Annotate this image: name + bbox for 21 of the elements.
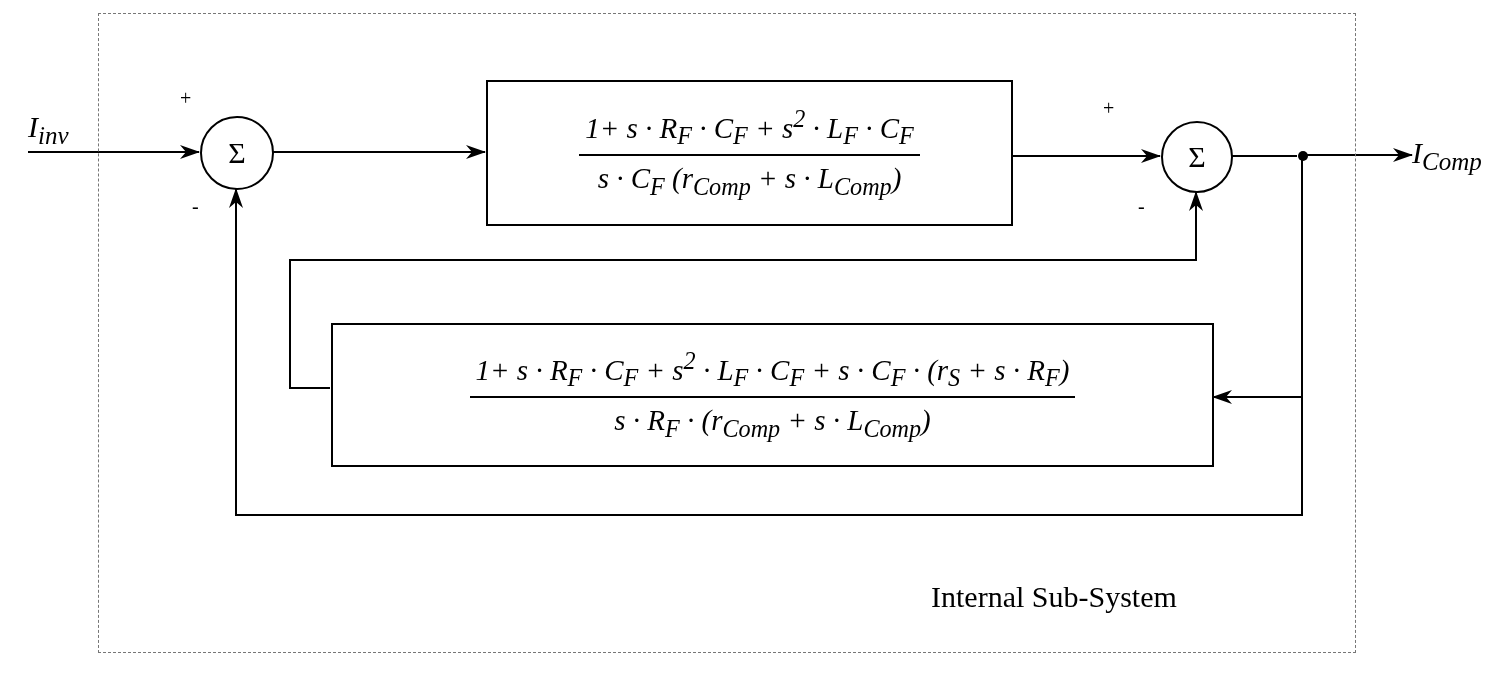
sign-label: - xyxy=(192,196,199,216)
sigma-symbol: Σ xyxy=(228,138,246,168)
subsystem-title: Internal Sub-System xyxy=(931,580,1177,614)
denominator-formula: s · C$_{F}$ (r$_{Comp}$ + s · L$_{Comp}$) xyxy=(596,161,903,202)
signal-label: I$_{Comp}$ xyxy=(1412,136,1482,176)
numerator-formula: 1+ s · R$_{F}$ · C$_{F}$ + s$^{2}$ · L$_{F}$ · C$_{F}$ + s · C$_{F}$ · (r$_{S}$ + s · R$_{F}$) xyxy=(469,346,1076,399)
junction-dot xyxy=(1298,151,1308,161)
numerator-formula: 1+ s · R$_{F}$ · C$_{F}$ + s$^{2}$ · L$_{F}$ · C$_{F}$ xyxy=(579,104,920,157)
signal-arrow xyxy=(272,145,486,159)
signal-arrow xyxy=(1306,148,1413,162)
signal-label: I$_{inv}$ xyxy=(28,110,69,150)
sign-label: + xyxy=(1103,98,1115,118)
sign-label: + xyxy=(180,88,192,108)
transfer-function-block xyxy=(331,323,1214,467)
sigma-symbol: Σ xyxy=(1188,142,1206,172)
subsystem-boundary xyxy=(98,13,1356,653)
signal-arrow xyxy=(27,145,200,159)
transfer-function-block xyxy=(486,80,1013,226)
sign-label: - xyxy=(1138,196,1145,216)
signal-arrow xyxy=(289,191,1203,389)
denominator-formula: s · R$_{F}$ · (r$_{Comp}$ + s · L$_{Comp}$) xyxy=(613,403,932,444)
